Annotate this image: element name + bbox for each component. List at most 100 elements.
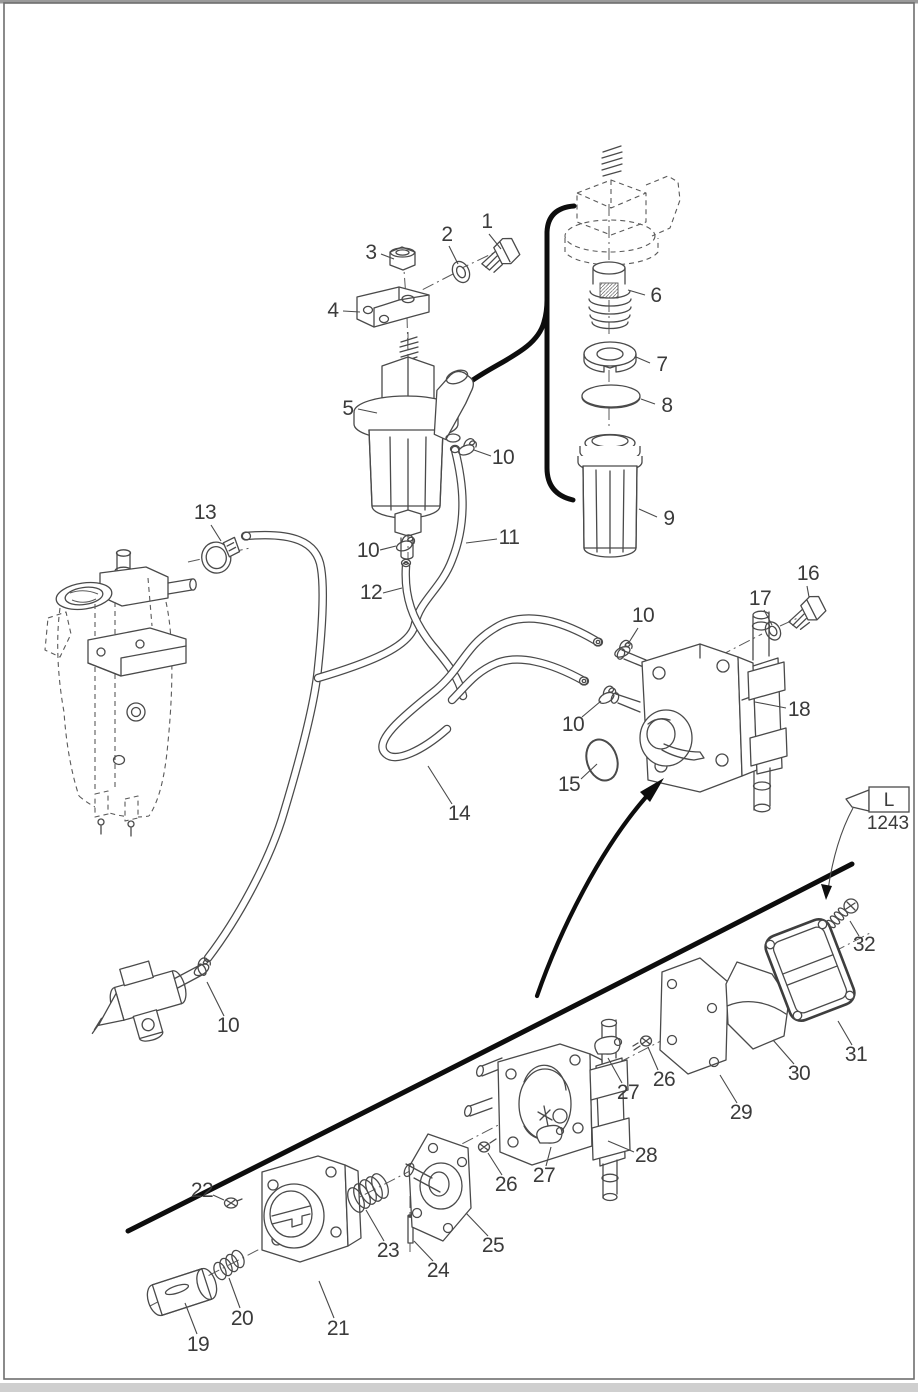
part-6-filter-element [588, 261, 632, 330]
svg-text:21: 21 [327, 1317, 349, 1340]
svg-text:26: 26 [495, 1173, 517, 1196]
svg-text:17: 17 [749, 587, 771, 610]
sealant-tube-label: L [884, 790, 895, 811]
svg-text:10: 10 [632, 604, 654, 627]
svg-text:1: 1 [481, 210, 492, 233]
part-22-screw [223, 1197, 243, 1209]
part-2-washer [451, 260, 471, 284]
drawing-border [3, 2, 915, 1380]
sealant-tube-note: L 1243 [821, 786, 910, 900]
svg-text:32: 32 [853, 933, 875, 956]
window-top-edge [0, 0, 918, 4]
callout-14: 14 [427, 765, 471, 825]
callout-26-upper: 26 [647, 1046, 676, 1091]
part-8-o-ring-seal [581, 384, 641, 409]
svg-text:10: 10 [357, 539, 379, 562]
callout-10d: 10 [562, 700, 602, 736]
callout-21: 21 [318, 1280, 350, 1340]
svg-text:23: 23 [377, 1239, 399, 1262]
callouts: 1 2 3 4 5 6 7 8 9 10 10 10 10 10 11 12 1… [184, 210, 876, 1356]
callout-9: 9 [638, 507, 675, 530]
part-26-screw-upper [632, 1035, 653, 1051]
part-16-bolt [788, 595, 827, 630]
part-29-gasket [659, 957, 729, 1075]
window-bottom-bar [0, 1383, 918, 1392]
assembly-sweep-line [125, 861, 855, 1234]
sealant-arrowhead [821, 884, 832, 900]
part-17-washer [764, 621, 782, 641]
callout-27-upper: 27 [607, 1057, 640, 1104]
svg-text:26: 26 [653, 1068, 675, 1091]
svg-text:8: 8 [661, 394, 672, 417]
svg-text:7: 7 [656, 353, 667, 376]
assembly-brace-filter [460, 203, 577, 503]
part-21-pump-body [261, 1155, 362, 1263]
callout-23: 23 [365, 1209, 400, 1262]
part-20-spring-small [213, 1249, 245, 1281]
callout-7: 7 [635, 353, 668, 376]
part-19-plunger-cap [146, 1267, 218, 1317]
part-9-filter-cup [577, 433, 643, 558]
callout-19: 19 [184, 1302, 210, 1356]
svg-text:24: 24 [427, 1259, 450, 1282]
callout-25: 25 [465, 1212, 505, 1257]
callout-30: 30 [772, 1039, 811, 1085]
part-32-screw [826, 898, 859, 929]
svg-text:25: 25 [482, 1234, 504, 1257]
callout-12: 12 [360, 581, 403, 604]
assembly-arrow-to-pump [534, 778, 664, 999]
callout-16: 16 [797, 562, 820, 598]
part-28-pump-body-center [463, 1018, 631, 1202]
svg-text:3: 3 [365, 241, 376, 264]
part-27-check-valve-lower [536, 1124, 565, 1144]
part-25-diaphragm-plate [403, 1133, 472, 1242]
svg-text:22: 22 [191, 1179, 213, 1202]
callout-28: 28 [607, 1140, 658, 1167]
part-7-ring-nut [583, 341, 637, 373]
svg-text:14: 14 [448, 802, 471, 825]
callout-31: 31 [837, 1020, 868, 1066]
svg-text:9: 9 [663, 507, 674, 530]
svg-text:31: 31 [845, 1043, 867, 1066]
svg-text:19: 19 [187, 1333, 209, 1356]
callout-10a: 10 [473, 446, 515, 469]
part-15-o-ring [585, 738, 619, 782]
svg-text:2: 2 [441, 223, 452, 246]
svg-text:10: 10 [217, 1014, 239, 1037]
callout-3: 3 [365, 241, 395, 264]
callout-13: 13 [194, 501, 222, 542]
svg-text:18: 18 [788, 698, 810, 721]
part-1-bolt [481, 237, 521, 273]
svg-text:6: 6 [650, 284, 661, 307]
callout-2: 2 [441, 223, 459, 265]
callout-5: 5 [342, 397, 378, 420]
sealant-number: 1243 [867, 813, 909, 834]
callout-17: 17 [749, 587, 773, 626]
svg-text:4: 4 [327, 299, 339, 322]
svg-text:29: 29 [730, 1101, 752, 1124]
callout-15: 15 [558, 763, 598, 796]
callout-4: 4 [327, 299, 361, 322]
callout-32: 32 [849, 920, 876, 956]
part-13-hose-clamp [201, 536, 241, 574]
part-4-bracket [356, 286, 430, 328]
callout-11: 11 [465, 526, 520, 549]
svg-text:15: 15 [558, 773, 580, 796]
svg-text:30: 30 [788, 1062, 810, 1085]
callout-26-lower: 26 [487, 1152, 518, 1196]
callout-27-lower: 27 [533, 1146, 556, 1187]
fuel-hoses [203, 444, 604, 963]
part-23-spring [347, 1173, 389, 1213]
part-27-check-valve-upper [594, 1035, 623, 1055]
svg-text:10: 10 [492, 446, 514, 469]
callout-24: 24 [413, 1240, 450, 1282]
part-30-diaphragm [725, 961, 790, 1050]
svg-text:27: 27 [617, 1081, 639, 1104]
callout-20: 20 [228, 1277, 254, 1330]
vapor-separator-assembly [44, 549, 197, 837]
callout-18: 18 [754, 698, 811, 721]
svg-text:12: 12 [360, 581, 382, 604]
callout-10e: 10 [206, 981, 240, 1037]
